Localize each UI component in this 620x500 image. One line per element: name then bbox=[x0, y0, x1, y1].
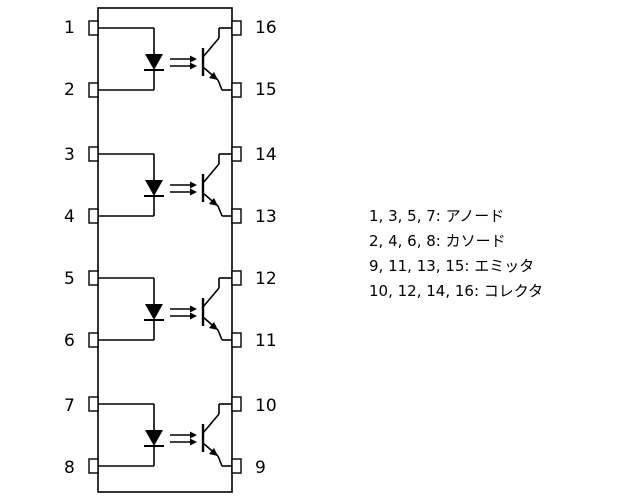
pin-left-upper-ch3 bbox=[88, 270, 99, 286]
transistor-emitter-arrow-ch2 bbox=[209, 198, 218, 206]
pin-left-lower-ch4 bbox=[88, 458, 99, 474]
pin-label-4: 4 bbox=[64, 207, 75, 227]
transistor-collector-diag-ch2 bbox=[202, 163, 220, 184]
transistor-emitter-down-ch4 bbox=[217, 455, 223, 467]
led-triangle-ch1 bbox=[145, 54, 163, 70]
pin-label-15: 15 bbox=[255, 80, 277, 100]
transistor-collector-diag-ch1 bbox=[202, 37, 220, 58]
transistor-emitter-arrow-ch1 bbox=[209, 72, 218, 80]
light-arrow-head-ch3-2 bbox=[190, 312, 197, 320]
transistor-emitter-down-ch2 bbox=[217, 205, 223, 217]
transistor-collector-diag-ch4 bbox=[202, 413, 220, 434]
transistor-emitter-down-ch3 bbox=[217, 329, 223, 341]
pin-right-lower-ch3 bbox=[231, 332, 242, 348]
pin-left-lower-ch1 bbox=[88, 82, 99, 98]
package-outline bbox=[97, 7, 233, 493]
legend-collector: 10, 12, 14, 16: コレクタ bbox=[369, 282, 544, 300]
pin-label-3: 3 bbox=[64, 145, 75, 165]
light-arrow-head-ch1-2 bbox=[190, 62, 197, 70]
pin-left-lower-ch3 bbox=[88, 332, 99, 348]
transistor-collector-diag-ch3 bbox=[202, 287, 220, 308]
pin-right-lower-ch1 bbox=[231, 82, 242, 98]
pin-label-5: 5 bbox=[64, 269, 75, 289]
pin-left-upper-ch1 bbox=[88, 20, 99, 36]
legend-cathode: 2, 4, 6, 8: カソード bbox=[369, 232, 506, 250]
pin-right-upper-ch1 bbox=[231, 20, 242, 36]
pin-label-8: 8 bbox=[64, 458, 75, 478]
pin-label-14: 14 bbox=[255, 145, 277, 165]
pin-left-upper-ch2 bbox=[88, 146, 99, 162]
light-arrow-head-ch1-1 bbox=[190, 55, 197, 63]
pin-label-10: 10 bbox=[255, 396, 277, 416]
pin-right-lower-ch2 bbox=[231, 208, 242, 224]
light-arrow-head-ch2-2 bbox=[190, 188, 197, 196]
light-arrow-head-ch4-2 bbox=[190, 438, 197, 446]
transistor-emitter-arrow-ch3 bbox=[209, 322, 218, 330]
transistor-emitter-down-ch1 bbox=[217, 79, 223, 91]
pin-label-12: 12 bbox=[255, 269, 277, 289]
pin-function-legend: 1, 3, 5, 7: アノード 2, 4, 6, 8: カソード 9, 11,… bbox=[369, 204, 543, 304]
pin-right-upper-ch2 bbox=[231, 146, 242, 162]
transistor-emitter-arrow-ch4 bbox=[209, 448, 218, 456]
pin-label-2: 2 bbox=[64, 80, 75, 100]
pin-label-13: 13 bbox=[255, 207, 277, 227]
pin-label-6: 6 bbox=[64, 331, 75, 351]
legend-anode: 1, 3, 5, 7: アノード bbox=[369, 207, 505, 225]
pin-right-upper-ch3 bbox=[231, 270, 242, 286]
led-triangle-ch2 bbox=[145, 180, 163, 196]
legend-emitter: 9, 11, 13, 15: エミッタ bbox=[369, 257, 535, 275]
pin-right-upper-ch4 bbox=[231, 396, 242, 412]
led-triangle-ch4 bbox=[145, 430, 163, 446]
pin-left-upper-ch4 bbox=[88, 396, 99, 412]
led-triangle-ch3 bbox=[145, 304, 163, 320]
pin-label-7: 7 bbox=[64, 396, 75, 416]
light-arrow-head-ch3-1 bbox=[190, 305, 197, 313]
pin-right-lower-ch4 bbox=[231, 458, 242, 474]
pin-label-1: 1 bbox=[64, 18, 75, 38]
pin-left-lower-ch2 bbox=[88, 208, 99, 224]
pin-label-16: 16 bbox=[255, 18, 277, 38]
pin-label-11: 11 bbox=[255, 331, 277, 351]
light-arrow-head-ch4-1 bbox=[190, 431, 197, 439]
light-arrow-head-ch2-1 bbox=[190, 181, 197, 189]
pin-label-9: 9 bbox=[255, 458, 266, 478]
